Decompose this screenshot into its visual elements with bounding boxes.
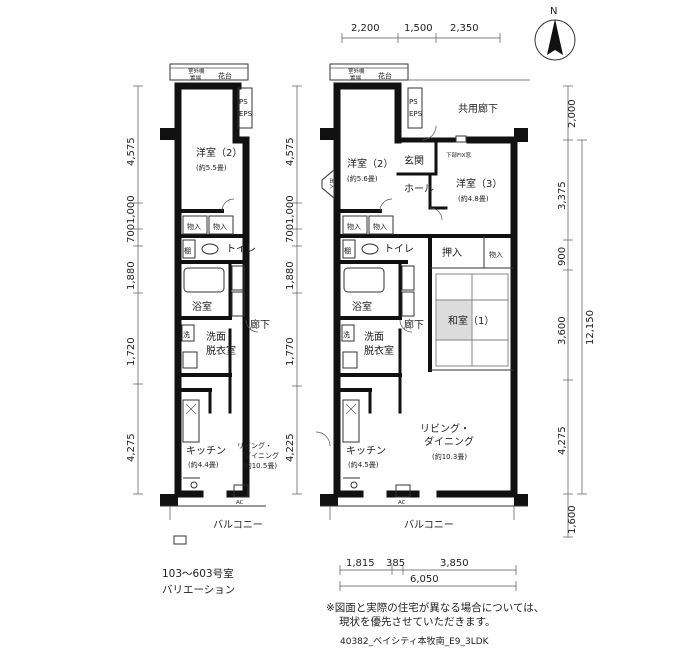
left-dim-1: 4,575 (126, 137, 137, 166)
top-dim-3: 2,350 (450, 23, 479, 34)
variation-units: 103〜603号室 (162, 568, 234, 580)
svg-text:洗面: 洗面 (364, 331, 384, 343)
svg-text:(約10.3畳): (約10.3畳) (432, 452, 467, 461)
svg-text:脱衣室: 脱衣室 (206, 344, 236, 357)
svg-text:押入: 押入 (442, 246, 462, 259)
left-dimension-line (133, 85, 143, 495)
svg-text:玄関: 玄関 (404, 154, 424, 167)
document-code: 40382_ベイシティ本牧南_E9_3LDK (340, 637, 489, 647)
svg-text:棚: 棚 (344, 246, 351, 255)
svg-text:棚: 棚 (184, 246, 191, 255)
left-variation-plan: 室外機 置場 花台 PS EPS 物入 物入 棚 (160, 63, 279, 545)
svg-text:洋室（2）: 洋室（2） (347, 157, 393, 170)
svg-text:花台: 花台 (218, 71, 232, 80)
svg-text:リビング・: リビング・ (237, 441, 272, 450)
svg-text:キッチン: キッチン (346, 445, 386, 457)
main-plan: 室外機 置場 花台 PS EPS 共用廊下 下部FIX窓 玄関 ホール 出入 (315, 63, 530, 531)
svg-text:トイレ: トイレ (384, 244, 414, 255)
right-dim-2: 3,375 (557, 181, 568, 210)
left-dim-2: 1,000 (126, 195, 137, 224)
svg-text:和室（1）: 和室（1） (448, 314, 494, 327)
variation-label: バリエーション (162, 584, 236, 596)
svg-text:キッチン: キッチン (186, 445, 226, 457)
svg-text:廊下: 廊下 (404, 318, 424, 331)
bottom-total-dim: 6,050 (410, 574, 439, 585)
svg-text:ホール: ホール (404, 183, 434, 195)
svg-text:バルコニー: バルコニー (213, 519, 263, 531)
svg-text:AC: AC (398, 500, 406, 506)
svg-text:物入: 物入 (489, 250, 503, 259)
svg-text:ダイニング: ダイニング (244, 451, 279, 460)
svg-text:バルコニー: バルコニー (404, 519, 454, 531)
svg-text:(約4.5畳): (約4.5畳) (348, 460, 379, 469)
mid-dim-3: 700 (285, 224, 296, 243)
svg-text:洗: 洗 (343, 330, 350, 339)
svg-text:AC: AC (236, 500, 244, 506)
svg-text:浴室: 浴室 (192, 300, 212, 313)
right-dim-3: 900 (557, 247, 568, 266)
north-label: N (550, 6, 557, 17)
svg-text:室外機: 室外機 (348, 67, 365, 75)
left-dim-5: 1,720 (126, 337, 137, 366)
svg-text:洋室（3）: 洋室（3） (456, 177, 502, 190)
svg-text:置場: 置場 (190, 74, 202, 82)
disclaimer-line2: 現状を優先させていただきます。 (339, 616, 496, 628)
svg-text:置場: 置場 (350, 74, 362, 82)
svg-text:トイレ: トイレ (226, 244, 256, 255)
mid-dim-4: 1,880 (285, 261, 296, 290)
svg-text:EPS: EPS (409, 110, 423, 118)
left-dim-6: 4,275 (126, 433, 137, 462)
svg-text:物入: 物入 (213, 222, 227, 231)
svg-text:EPS: EPS (239, 110, 253, 118)
mid-dim-2: 1,000 (285, 195, 296, 224)
middle-dimension-line (292, 85, 302, 495)
svg-text:リビング・: リビング・ (420, 422, 470, 435)
bottom-dim-3: 3,850 (440, 558, 469, 569)
left-dim-4: 1,880 (126, 261, 137, 290)
right-dim-5: 4,275 (557, 426, 568, 455)
north-arrow-icon (534, 19, 576, 61)
svg-text:室外機: 室外機 (188, 67, 205, 75)
svg-text:物入: 物入 (373, 222, 387, 231)
bottom-dim-1: 1,815 (346, 558, 375, 569)
svg-text:ダイニング: ダイニング (424, 435, 474, 448)
svg-text:(約5.5畳): (約5.5畳) (196, 163, 227, 172)
svg-text:洗面: 洗面 (206, 331, 226, 343)
svg-text:洋室（2）: 洋室（2） (196, 146, 242, 159)
svg-text:(約4.8畳): (約4.8畳) (458, 194, 489, 203)
right-total-dim: 12,150 (585, 310, 596, 345)
svg-text:(約5.6畳): (約5.6畳) (347, 174, 378, 183)
mid-dim-6: 4,225 (285, 433, 296, 462)
left-dim-3: 700 (126, 224, 137, 243)
top-dim-2: 1,500 (404, 23, 433, 34)
svg-text:廊下: 廊下 (250, 318, 270, 331)
mid-dim-5: 1,770 (285, 337, 296, 366)
mid-dim-1: 4,575 (285, 137, 296, 166)
svg-text:共用廊下: 共用廊下 (458, 102, 498, 115)
svg-text:花台: 花台 (378, 71, 392, 80)
svg-text:浴室: 浴室 (352, 300, 372, 313)
svg-text:PS: PS (239, 98, 248, 106)
bottom-dim-2: 385 (386, 558, 405, 569)
top-dimension-line (341, 33, 501, 43)
svg-text:洗: 洗 (183, 330, 190, 339)
svg-text:PS: PS (409, 98, 418, 106)
svg-text:脱衣室: 脱衣室 (364, 344, 394, 357)
right-dim-4: 3,600 (557, 316, 568, 345)
svg-text:物入: 物入 (187, 222, 201, 231)
svg-text:物入: 物入 (347, 222, 361, 231)
disclaimer-line1: ※図面と実際の住宅が異なる場合については、 (326, 602, 545, 614)
right-dim-1: 2,000 (567, 99, 578, 128)
svg-text:(約10.5畳): (約10.5畳) (242, 461, 277, 470)
svg-text:(約4.4畳): (約4.4畳) (188, 460, 219, 469)
top-dim-1: 2,200 (351, 23, 380, 34)
right-dim-6: 1,600 (567, 505, 578, 534)
svg-text:出入: 出入 (328, 178, 336, 190)
svg-text:下部FIX窓: 下部FIX窓 (446, 151, 472, 159)
right-dimension-line (563, 85, 587, 538)
bottom-dimension-line (339, 565, 517, 591)
